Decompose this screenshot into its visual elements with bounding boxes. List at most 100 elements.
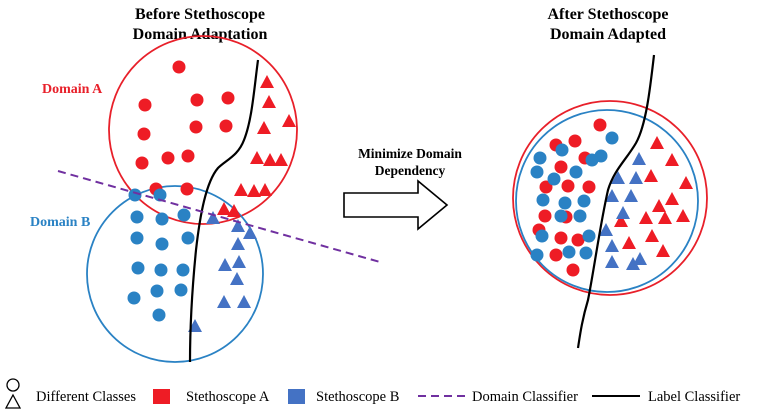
stethoscope-b-circle-marker — [605, 131, 619, 145]
stethoscope-a-circle-marker — [582, 180, 596, 194]
stethoscope-a-circle-marker — [137, 127, 151, 141]
legend-domain-classifier-label: Domain Classifier — [472, 389, 578, 405]
stethoscope-a-triangle-marker — [679, 176, 693, 189]
stethoscope-b-circle-marker — [127, 291, 141, 305]
stethoscope-b-circle-marker — [128, 188, 142, 202]
after-title-line1: After Stethoscope — [547, 6, 668, 23]
stethoscope-b-circle-marker — [569, 165, 583, 179]
stethoscope-b-circle-marker — [176, 263, 190, 277]
stethoscope-a-circle-marker — [189, 120, 203, 134]
legend-stethoscope-b-label: Stethoscope B — [316, 389, 399, 405]
stethoscope-a-triangle-marker — [257, 121, 271, 134]
stethoscope-b-circle-marker — [554, 209, 568, 223]
stethoscope-a-triangle-marker — [639, 211, 653, 224]
stethoscope-b-circle-marker — [530, 165, 544, 179]
stethoscope-a-circle-marker — [180, 182, 194, 196]
stethoscope-a-triangle-marker — [247, 184, 261, 197]
stethoscope-a-triangle-marker — [258, 183, 272, 196]
stethoscope-b-circle-marker — [154, 263, 168, 277]
domain-a-circle-adapted — [512, 100, 708, 296]
before-title-line2: Domain Adaptation — [133, 26, 268, 43]
stethoscope-b-triangle-marker — [217, 295, 231, 308]
stethoscope-b-circle-marker — [533, 151, 547, 165]
stethoscope-a-circle-marker — [561, 179, 575, 193]
domain-classifier-line-left — [57, 170, 381, 263]
stethoscope-b-circle-marker — [181, 231, 195, 245]
stethoscope-a-triangle-marker — [234, 183, 248, 196]
stethoscope-b-triangle-marker — [231, 219, 245, 232]
stethoscope-a-triangle-marker — [282, 114, 296, 127]
stethoscope-a-circle-marker — [593, 118, 607, 132]
stethoscope-a-triangle-marker — [274, 153, 288, 166]
stethoscope-b-circle-marker — [558, 196, 572, 210]
legend-classes-label: Different Classes — [36, 389, 136, 405]
stethoscope-a-triangle-marker — [658, 211, 672, 224]
legend: Different Classes Stethoscope A Stethosc… — [4, 378, 740, 409]
arrow-label-line1: Minimize Domain — [358, 146, 462, 161]
domain-a-label: Domain A — [42, 82, 103, 97]
stethoscope-b-circle-marker — [131, 261, 145, 275]
domain-b-circle-adapted — [515, 109, 699, 293]
after-title-line2: Domain Adapted — [550, 26, 666, 43]
stethoscope-a-triangle-marker — [644, 169, 658, 182]
legend-stethoscope-a-label: Stethoscope A — [186, 389, 270, 405]
stethoscope-b-circle-marker — [152, 308, 166, 322]
stethoscope-a-circle-marker — [172, 60, 186, 74]
stethoscope-a-circle-marker — [221, 91, 235, 105]
stethoscope-a-triangle-marker — [665, 153, 679, 166]
stethoscope-a-circle-marker — [538, 209, 552, 223]
stethoscope-b-circle-marker — [153, 188, 167, 202]
stethoscope-a-triangle-marker — [262, 95, 276, 108]
stethoscope-a-circle-marker — [219, 119, 233, 133]
circle-marker-icon — [6, 378, 20, 392]
stethoscope-a-circle-marker — [190, 93, 204, 107]
stethoscope-a-triangle-marker — [645, 229, 659, 242]
label-classifier-line-right — [576, 54, 656, 349]
stethoscope-b-triangle-marker — [611, 171, 625, 184]
stethoscope-b-circle-marker — [130, 210, 144, 224]
stethoscope-a-triangle-marker — [652, 199, 666, 212]
stethoscope-a-circle-marker — [566, 263, 580, 277]
stethoscope-a-circle-marker — [181, 149, 195, 163]
stethoscope-b-triangle-marker — [605, 239, 619, 252]
stethoscope-a-triangle-marker — [250, 151, 264, 164]
stethoscope-a-circle-marker — [135, 156, 149, 170]
stethoscope-b-circle-marker — [535, 229, 549, 243]
stethoscope-b-circle-marker — [594, 149, 608, 163]
stethoscope-b-circle-marker — [155, 212, 169, 226]
stethoscope-a-swatch — [153, 389, 170, 404]
stethoscope-b-triangle-marker — [605, 255, 619, 268]
stethoscope-a-circle-marker — [554, 160, 568, 174]
stethoscope-b-triangle-marker — [629, 171, 643, 184]
stethoscope-b-circle-marker — [562, 245, 576, 259]
stethoscope-a-triangle-marker — [227, 204, 241, 217]
stethoscope-b-triangle-marker — [206, 211, 220, 224]
stethoscope-b-circle-marker — [579, 246, 593, 260]
stethoscope-a-circle-marker — [568, 134, 582, 148]
stethoscope-a-triangle-marker — [260, 75, 274, 88]
stethoscope-b-circle-marker — [555, 143, 569, 157]
stethoscope-b-triangle-marker — [237, 295, 251, 308]
right-arrow-icon — [343, 179, 449, 231]
stethoscope-a-triangle-marker — [622, 236, 636, 249]
stethoscope-a-triangle-marker — [676, 209, 690, 222]
arrow-label-line2: Dependency — [375, 163, 446, 178]
stethoscope-b-triangle-marker — [230, 272, 244, 285]
stethoscope-b-triangle-marker — [626, 257, 640, 270]
stethoscope-a-triangle-marker — [656, 244, 670, 257]
stethoscope-b-triangle-marker — [232, 255, 246, 268]
legend-label-classifier-label: Label Classifier — [648, 389, 740, 405]
stethoscope-b-triangle-marker — [218, 258, 232, 271]
stethoscope-b-triangle-marker — [231, 237, 245, 250]
stethoscope-b-triangle-marker — [633, 252, 647, 265]
stethoscope-b-circle-marker — [582, 229, 596, 243]
stethoscope-a-triangle-marker — [665, 192, 679, 205]
before-title-line1: Before Stethoscope — [135, 6, 265, 23]
stethoscope-b-swatch — [288, 389, 305, 404]
stethoscope-b-circle-marker — [174, 283, 188, 297]
stethoscope-a-triangle-marker — [614, 214, 628, 227]
domain-b-label: Domain B — [30, 215, 90, 230]
stethoscope-a-circle-marker — [554, 231, 568, 245]
stethoscope-b-circle-marker — [155, 237, 169, 251]
